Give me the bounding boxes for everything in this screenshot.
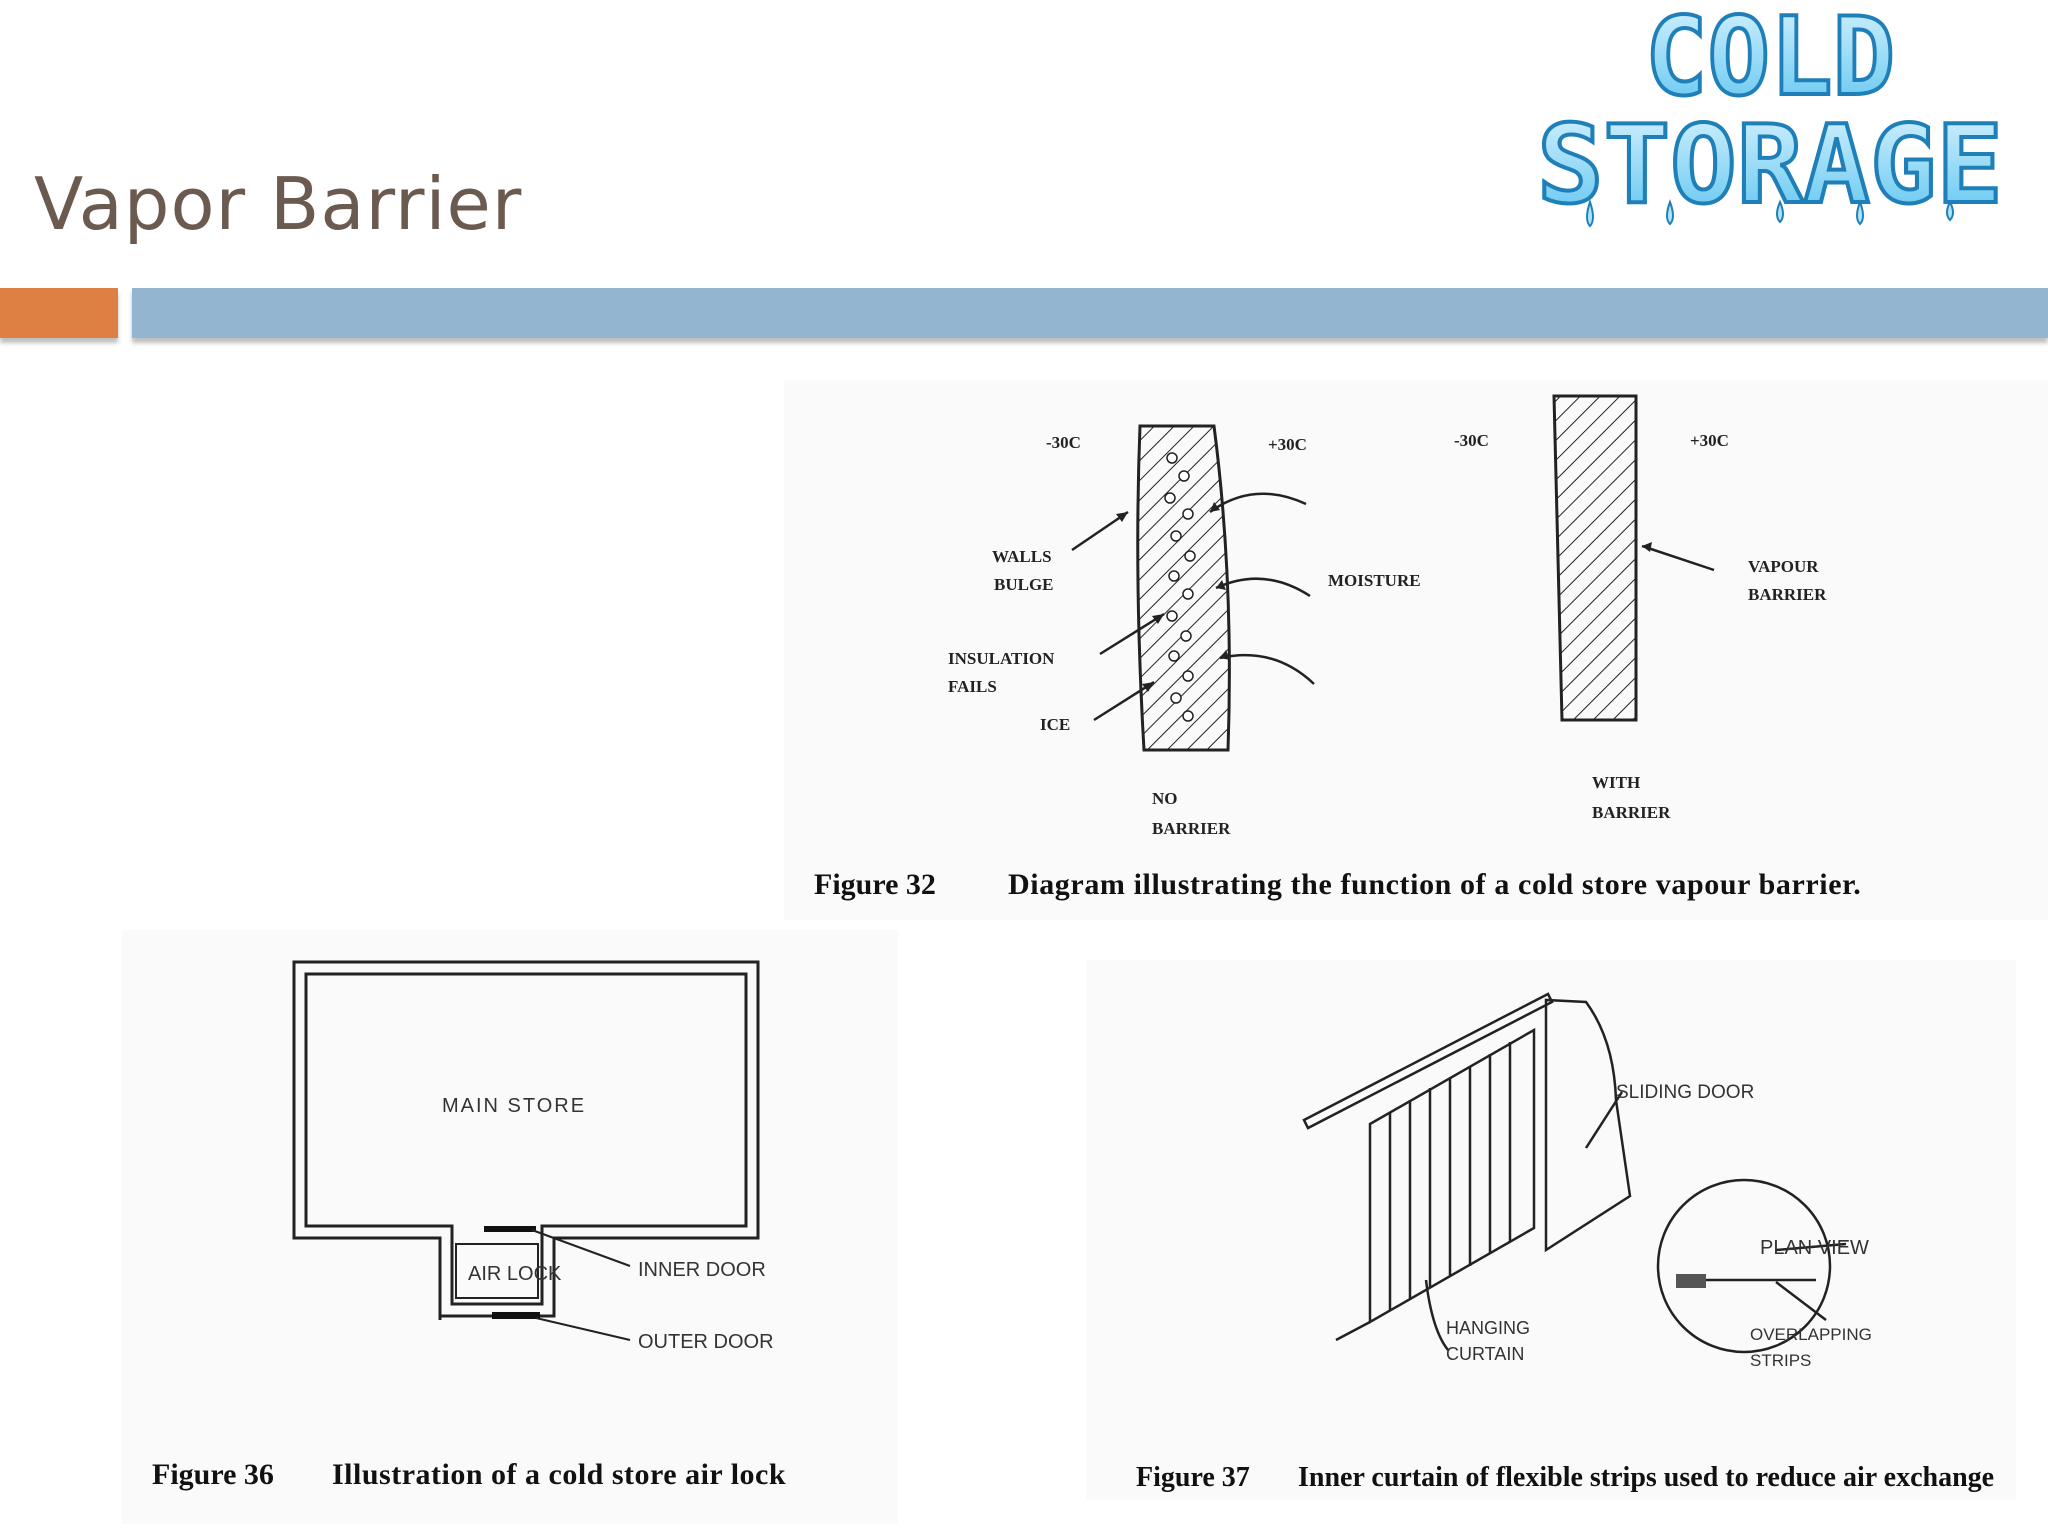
slide-title: Vapor Barrier [34,162,523,246]
vapour-barrier-label: VAPOUR [1748,557,1819,576]
logo-line-1: COLD [1645,2,1895,120]
figure-37-caption-number: Figure 37 [1136,1462,1250,1493]
moisture-label: MOISTURE [1328,571,1421,590]
outer-door [492,1312,540,1319]
outer-door-label: OUTER DOOR [638,1331,774,1353]
temp-warm-left: +30C [1268,435,1307,454]
inner-door [484,1226,536,1232]
ice-crystals [1164,452,1196,722]
no-barrier-label: NO [1152,789,1178,808]
temp-cold-right: -30C [1454,431,1489,450]
overlapping-strips-label-2: STRIPS [1750,1351,1811,1370]
walls-bulge-label-2: BULGE [994,575,1054,594]
figure-37-caption-text: Inner curtain of flexible strips used to… [1298,1462,1995,1493]
temp-cold-left: -30C [1046,433,1081,452]
header-accent-bar [0,288,118,338]
figure-36: MAIN STORE AIR LOCK INNER DOOR OUTER DOO… [122,930,898,1524]
insulation-fails-label-2: FAILS [948,677,997,696]
with-barrier-label: WITH [1592,773,1640,792]
main-store-label: MAIN STORE [442,1095,586,1117]
no-barrier-label-2: BARRIER [1152,819,1231,838]
insulation-fails-label: INSULATION [948,649,1055,668]
plan-view-label: PLAN VIEW [1760,1237,1869,1259]
cold-storage-logo: COLD STORAGE [1530,0,2008,230]
figure-37-diagram: SLIDING DOOR PLAN VIEW HANGING CURTAIN O… [1302,992,1872,1370]
figure-32-caption-text: Diagram illustrating the function of a c… [1008,868,1862,901]
overlapping-strips-label: OVERLAPPING [1750,1325,1872,1344]
figure-36-diagram: MAIN STORE AIR LOCK INNER DOOR OUTER DOO… [292,960,774,1353]
sliding-door-label: SLIDING DOOR [1616,1082,1754,1103]
vapour-barrier-label-2: BARRIER [1748,585,1827,604]
plan-view-circle [1656,1178,1832,1354]
air-lock-label: AIR LOCK [468,1263,562,1285]
figure-37: SLIDING DOOR PLAN VIEW HANGING CURTAIN O… [1086,960,2016,1500]
header-bar [132,288,2048,338]
curtain-outline [1368,1027,1536,1325]
with-barrier-label-2: BARRIER [1592,803,1671,822]
walls-bulge-label: WALLS [992,547,1052,566]
sliding-door [1544,998,1632,1253]
hanging-curtain-label-2: CURTAIN [1446,1344,1524,1364]
temp-warm-right: +30C [1690,431,1729,450]
hanging-curtain-label: HANGING [1446,1318,1530,1338]
bulging-wall [1136,424,1231,752]
figure-32-caption-number: Figure 32 [814,868,936,901]
rail [1302,992,1554,1130]
figure-32-diagram: -30C +30C -30C +30C WALLS BULGE INSULATI… [948,394,1827,838]
figure-36-caption-text: Illustration of a cold store air lock [332,1458,787,1491]
barrier-wall [1552,394,1638,722]
figure-36-caption-number: Figure 36 [152,1458,274,1491]
ice-label: ICE [1040,715,1070,734]
inner-door-label: INNER DOOR [638,1259,766,1281]
logo-line-2: STORAGE [1537,103,2003,228]
figure-32: -30C +30C -30C +30C WALLS BULGE INSULATI… [784,380,2048,920]
